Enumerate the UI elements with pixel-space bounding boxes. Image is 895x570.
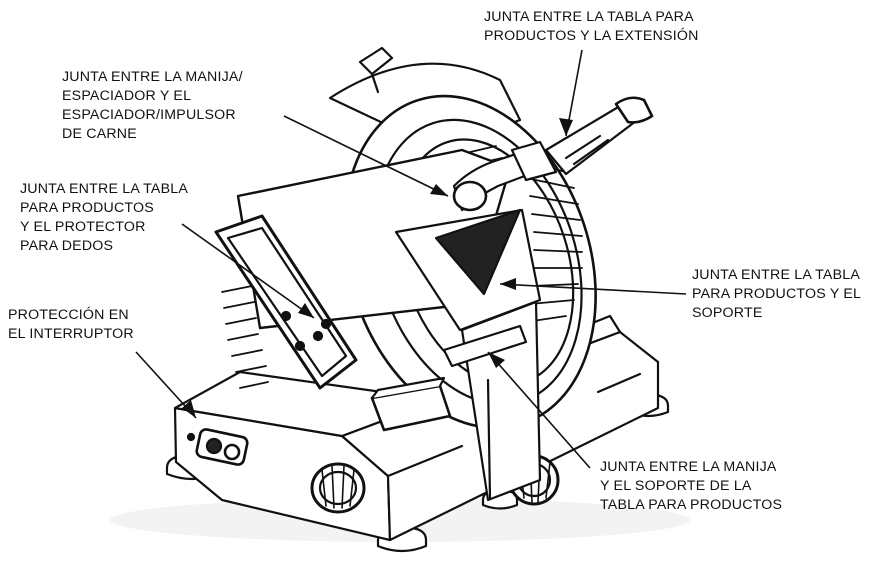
callout-line: PARA PRODUCTOS Y EL [692, 286, 862, 302]
callout-line: PROTECCIÓN EN [8, 307, 129, 323]
finger-guard [214, 214, 358, 390]
table-support [442, 324, 528, 368]
callout-line: EL INTERRUPTOR [8, 326, 134, 342]
callout-interruptor: PROTECCIÓN EN EL INTERRUPTOR [8, 306, 134, 344]
callout-line: PARA DEDOS [20, 238, 114, 254]
callout-manija-espaciador: JUNTA ENTRE LA MANIJA/ ESPACIADOR Y EL E… [62, 68, 243, 144]
callout-line: JUNTA ENTRE LA TABLA PARA [484, 9, 694, 25]
callout-line: Y EL SOPORTE DE LA [600, 478, 752, 494]
callout-line: TABLA PARA PRODUCTOS [600, 497, 783, 513]
leader-arrowheads [182, 118, 573, 418]
callout-line: PRODUCTOS Y LA EXTENSIÓN [484, 28, 699, 44]
callout-tabla-soporte: JUNTA ENTRE LA TABLA PARA PRODUCTOS Y EL… [692, 266, 861, 323]
callout-line: JUNTA ENTRE LA MANIJA/ [62, 69, 243, 85]
callout-line: JUNTA ENTRE LA TABLA [20, 181, 188, 197]
power-switch [186, 428, 249, 466]
leader-lines [135, 49, 687, 469]
callout-line: ESPACIADOR/IMPULSOR [62, 107, 236, 123]
callout-manija-soporte: JUNTA ENTRE LA MANIJA Y EL SOPORTE DE LA… [600, 458, 782, 515]
callout-line: SOPORTE [692, 305, 763, 321]
callout-line: JUNTA ENTRE LA MANIJA [600, 459, 777, 475]
callout-line: DE CARNE [62, 126, 137, 142]
callout-tabla-extension: JUNTA ENTRE LA TABLA PARA PRODUCTOS Y LA… [484, 8, 699, 46]
thickness-knob [310, 462, 366, 514]
callout-line: ESPACIADOR Y EL [62, 88, 192, 104]
callout-tabla-protector: JUNTA ENTRE LA TABLA PARA PRODUCTOS Y EL… [20, 180, 188, 256]
callout-line: PARA PRODUCTOS [20, 200, 154, 216]
callout-line: JUNTA ENTRE LA TABLA [692, 267, 860, 283]
meat-pusher-handle [452, 96, 654, 212]
sharpener-block [370, 376, 452, 432]
callout-line: Y EL PROTECTOR [20, 219, 146, 235]
